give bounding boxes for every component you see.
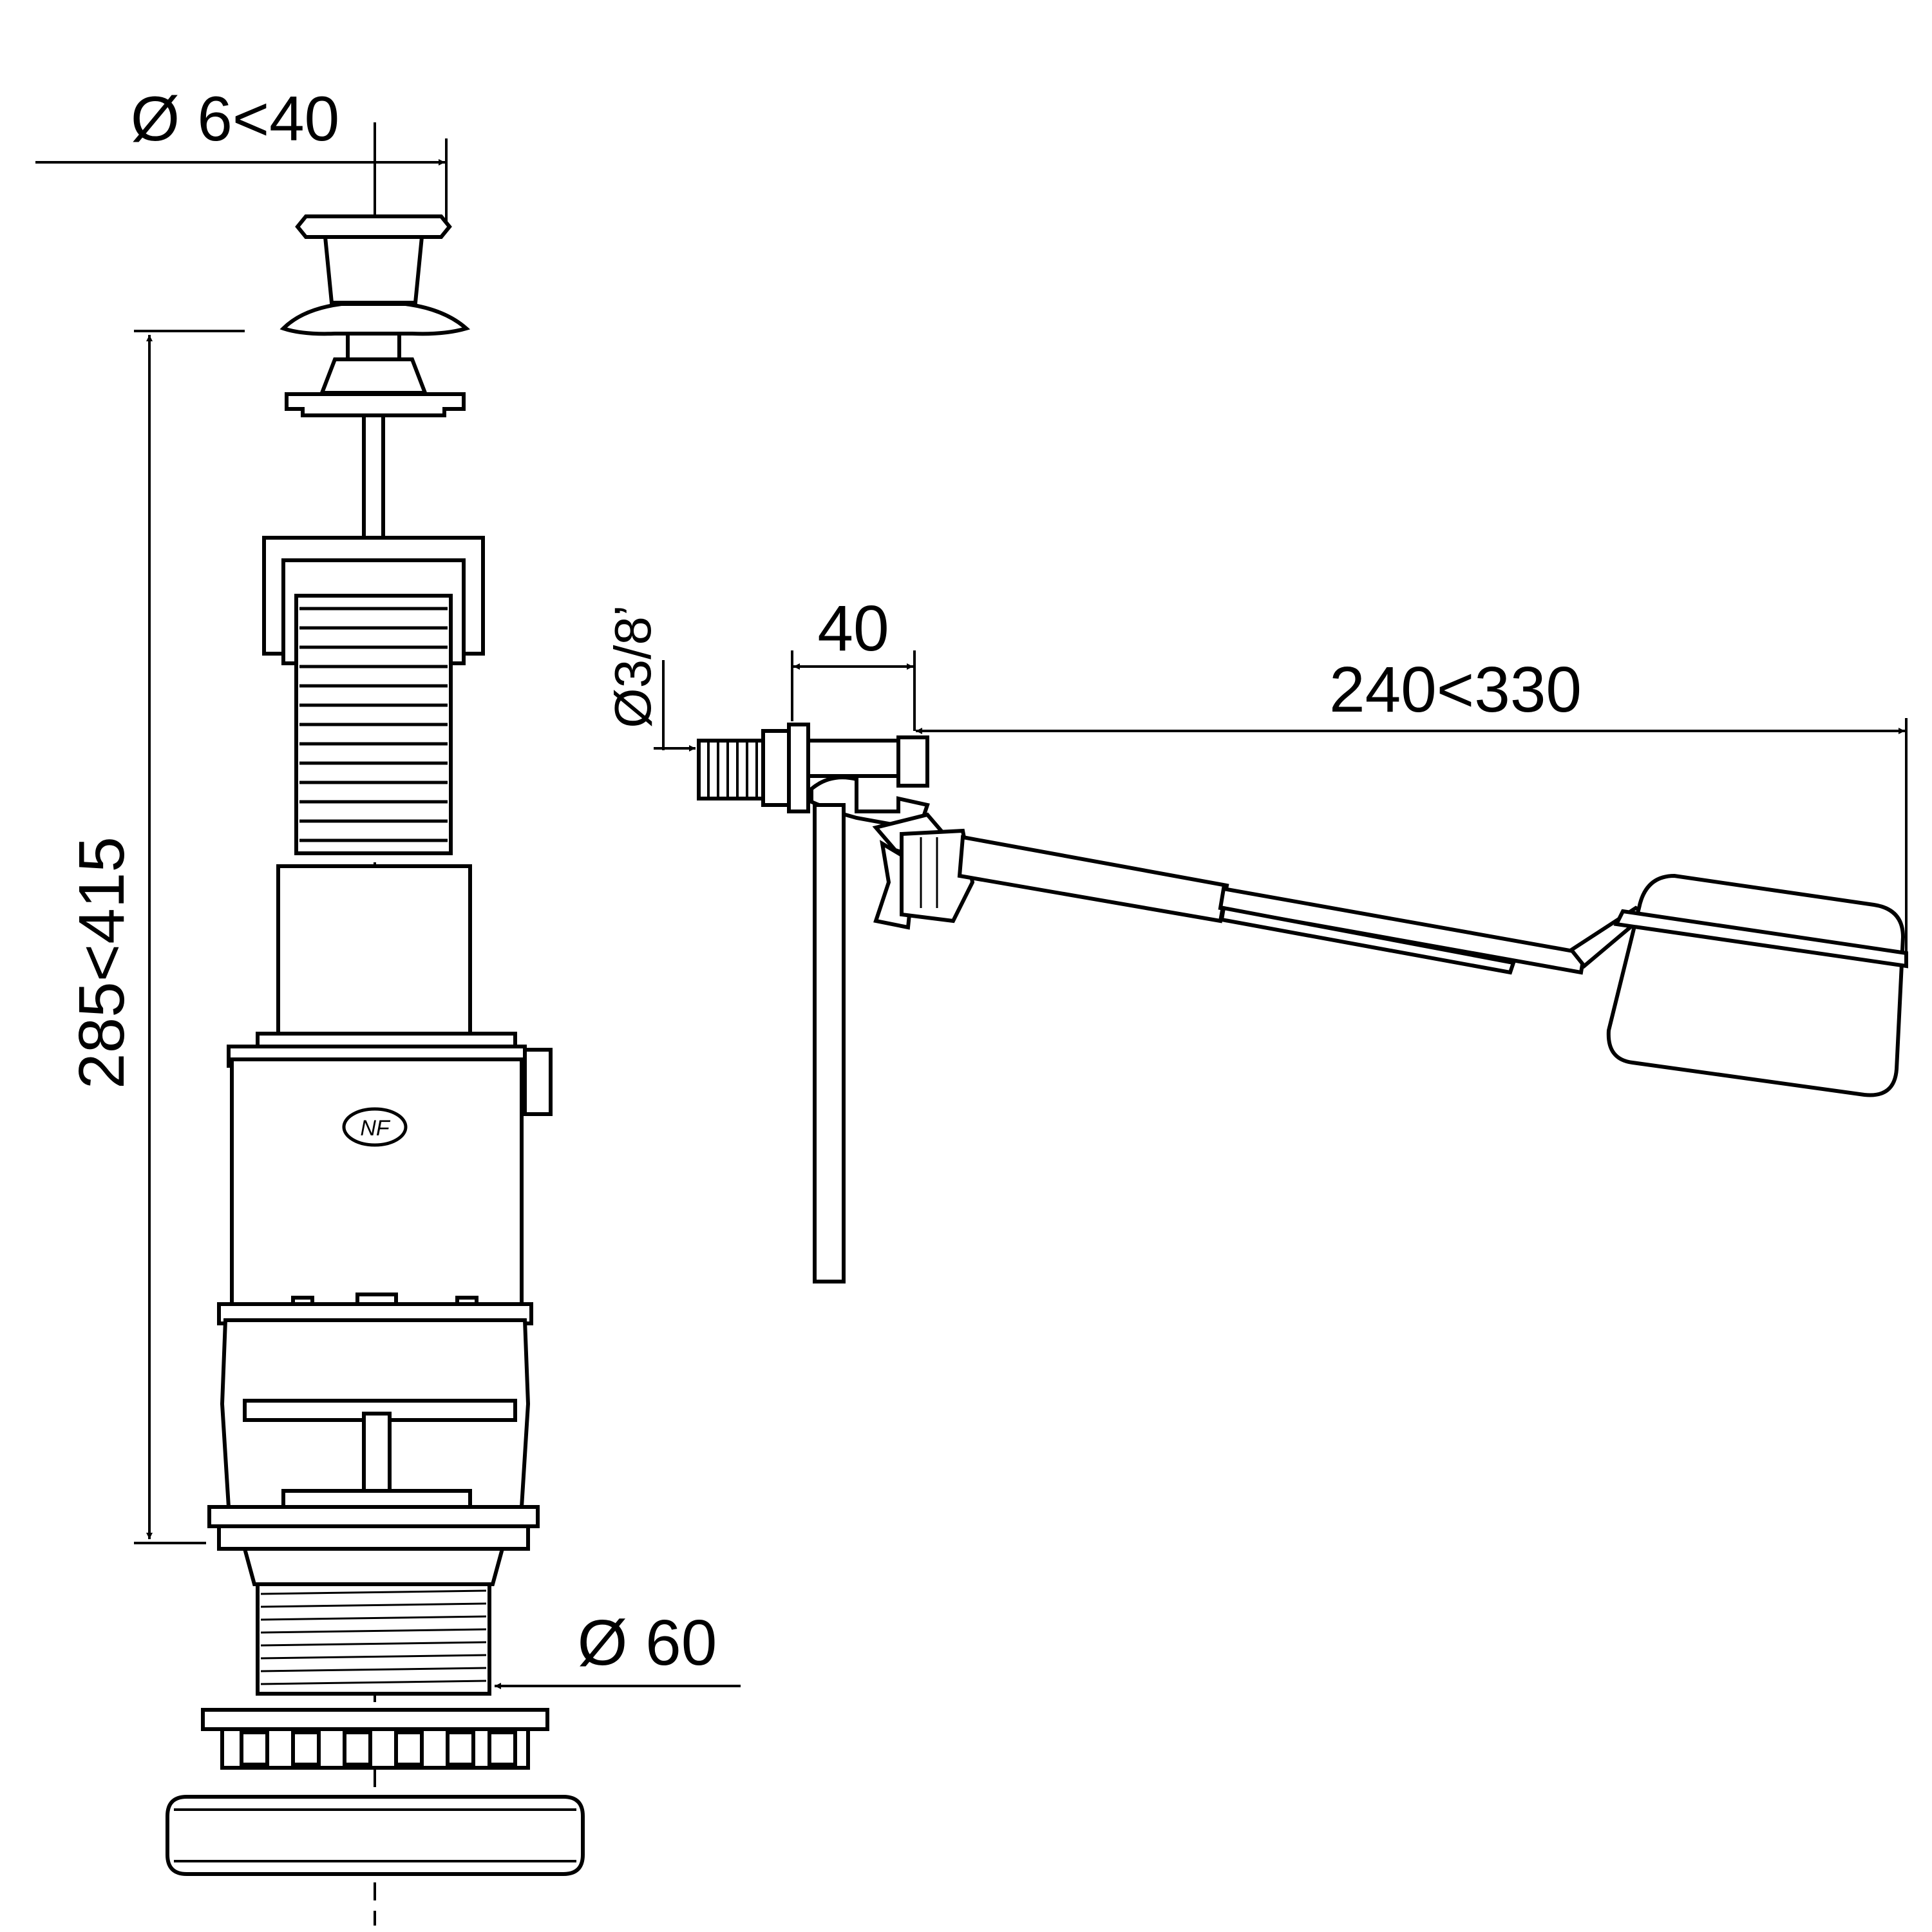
dim-valve-height-text: 285<415 xyxy=(66,837,138,1089)
dim-float-arm: 240<330 xyxy=(916,654,1908,953)
push-button xyxy=(279,214,471,540)
flush-valve: NF xyxy=(166,126,585,1926)
dim-inlet-thread-text: Ø3/8’ xyxy=(604,605,661,728)
dim-inlet-offset: 40 xyxy=(791,592,916,731)
upper-tube xyxy=(262,536,485,1036)
valve-body: NF xyxy=(217,1032,553,1509)
thread-lines xyxy=(260,1589,487,1685)
dim-valve-height: 285<415 xyxy=(66,330,245,1544)
dim-outlet: Ø 60 xyxy=(495,1607,741,1689)
dim-outlet-text: Ø 60 xyxy=(578,1607,717,1679)
dim-float-arm-text: 240<330 xyxy=(1329,654,1582,726)
dim-inlet-offset-text: 40 xyxy=(817,592,889,665)
nf-logo-text: NF xyxy=(360,1116,391,1141)
base-washer xyxy=(166,1795,585,1876)
float-valve xyxy=(697,723,1908,1283)
dim-inlet-thread: Ø3/8’ xyxy=(604,605,696,752)
dim-push-button: Ø 6<40 xyxy=(35,83,448,222)
float-valve-body xyxy=(806,735,975,1283)
inlet-thread xyxy=(697,723,810,813)
dimensions: Ø 6<40 285<415 Ø 60 Ø3/8’ 40 xyxy=(35,83,1908,1689)
float-arm xyxy=(957,835,1649,975)
outlet-thread xyxy=(207,1505,540,1696)
float-box xyxy=(1606,873,1908,1097)
lock-nut xyxy=(201,1708,549,1770)
nf-logo xyxy=(342,1107,408,1147)
dim-push-button-text: Ø 6<40 xyxy=(131,83,339,154)
tube-ribs xyxy=(299,607,448,842)
